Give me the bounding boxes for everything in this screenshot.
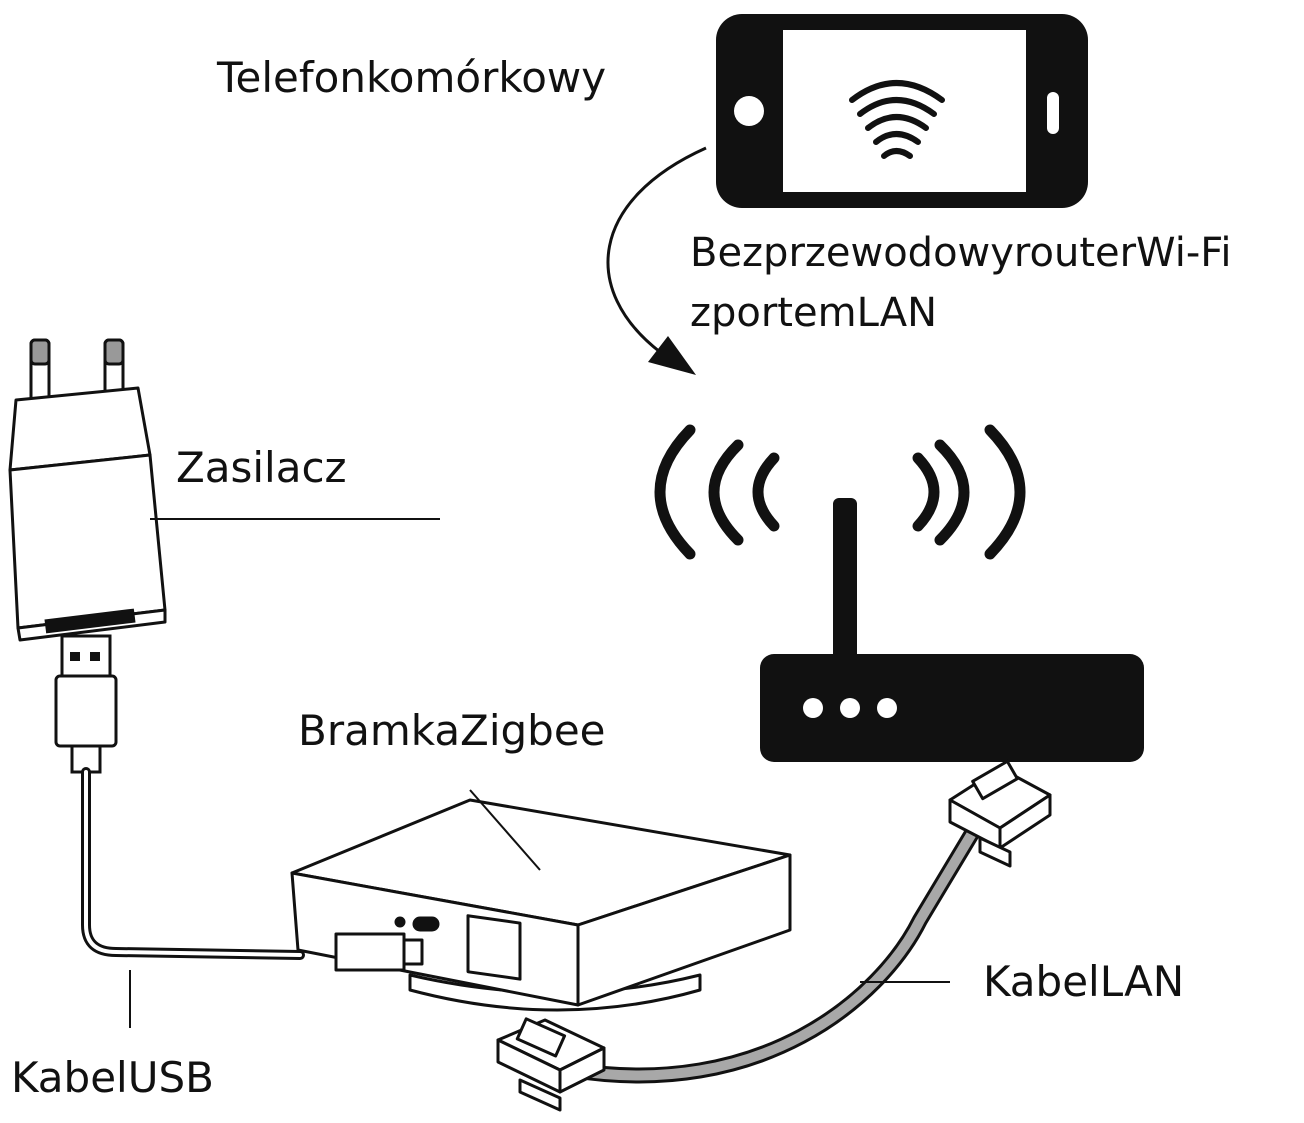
rj45-plug-icon — [948, 759, 1052, 868]
phone-label: Telefonkomórkowy — [217, 53, 607, 102]
usb-cable — [81, 767, 305, 960]
router-label-line2: zportemLAN — [690, 290, 938, 336]
connection-arrow-icon — [606, 146, 707, 375]
router-label-line1: BezprzewodowyrouterWi-Fi — [690, 230, 1232, 276]
power-adapter-label: Zasilacz — [176, 443, 347, 492]
wifi-waves-icon — [654, 424, 1026, 560]
power-adapter-icon — [8, 338, 167, 642]
router-icon — [760, 498, 1144, 762]
zigbee-gateway-icon — [290, 798, 792, 1012]
rj45-plug-icon — [496, 1017, 606, 1112]
gateway-label: BramkaZigbee — [298, 706, 606, 755]
lan-cable-label: KabelLAN — [983, 957, 1185, 1006]
usb-plug-icon — [54, 634, 118, 774]
smartphone-icon — [716, 14, 1088, 208]
usb-cable-label: KabelUSB — [11, 1053, 214, 1102]
gateway-leader-line — [469, 789, 541, 871]
